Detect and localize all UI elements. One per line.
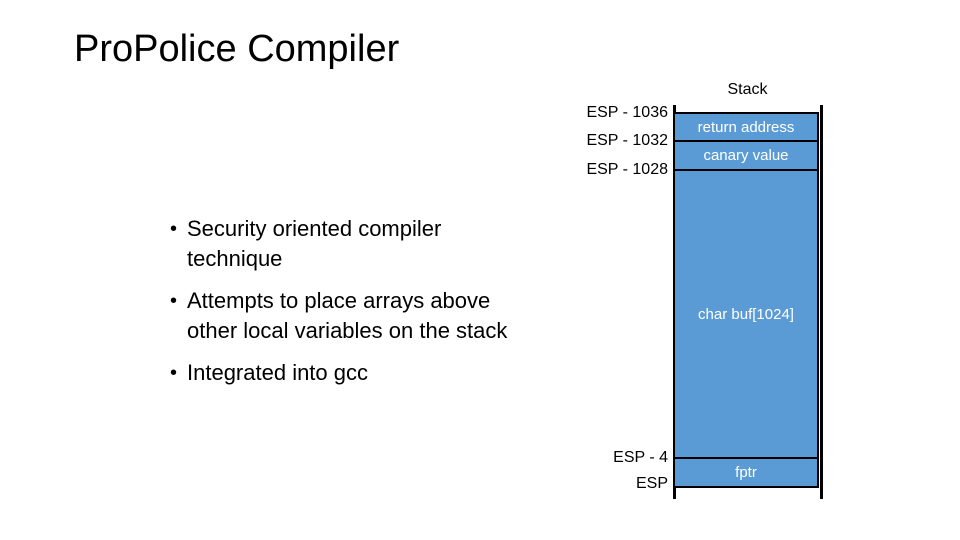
- stack-left-rail: [673, 105, 676, 499]
- esp-offset-label-1036: ESP - 1036: [586, 104, 668, 121]
- bullet-icon: •: [170, 362, 178, 384]
- bullet-list: • Security oriented compiler technique •…: [170, 214, 590, 400]
- bullet-text: other local variables on the stack: [187, 318, 508, 343]
- esp-offset-label-esp: ESP: [635, 475, 668, 492]
- stack-right-rail: [820, 105, 823, 499]
- esp-offset-label-1028: ESP - 1028: [586, 161, 668, 178]
- bullet-text: Attempts to place arrays above: [187, 288, 491, 313]
- bullet-icon: •: [170, 218, 178, 240]
- esp-offset-label-1032: ESP - 1032: [586, 132, 668, 149]
- slide-title: ProPolice Compiler: [74, 28, 400, 70]
- bullet-item: • Security oriented compiler technique: [170, 214, 590, 274]
- bullet-item: • Integrated into gcc: [170, 358, 590, 388]
- bullet-item: • Attempts to place arrays above other l…: [170, 286, 590, 346]
- esp-offset-label-4: ESP - 4: [613, 449, 668, 466]
- bullet-text: Integrated into gcc: [187, 360, 369, 385]
- stack-cell-canary-value: canary value: [673, 140, 819, 171]
- stack-cell-return-address: return address: [673, 112, 819, 142]
- bullet-icon: •: [170, 290, 178, 312]
- bullet-text: Security oriented compiler: [187, 216, 442, 241]
- stack-diagram-title: Stack: [727, 81, 768, 98]
- stack-cell-fptr: fptr: [673, 457, 819, 488]
- bullet-text: technique: [187, 246, 283, 271]
- stack-cell-char-buf: char buf[1024]: [673, 169, 819, 459]
- stack-cells: return address canary value char buf[102…: [673, 112, 819, 488]
